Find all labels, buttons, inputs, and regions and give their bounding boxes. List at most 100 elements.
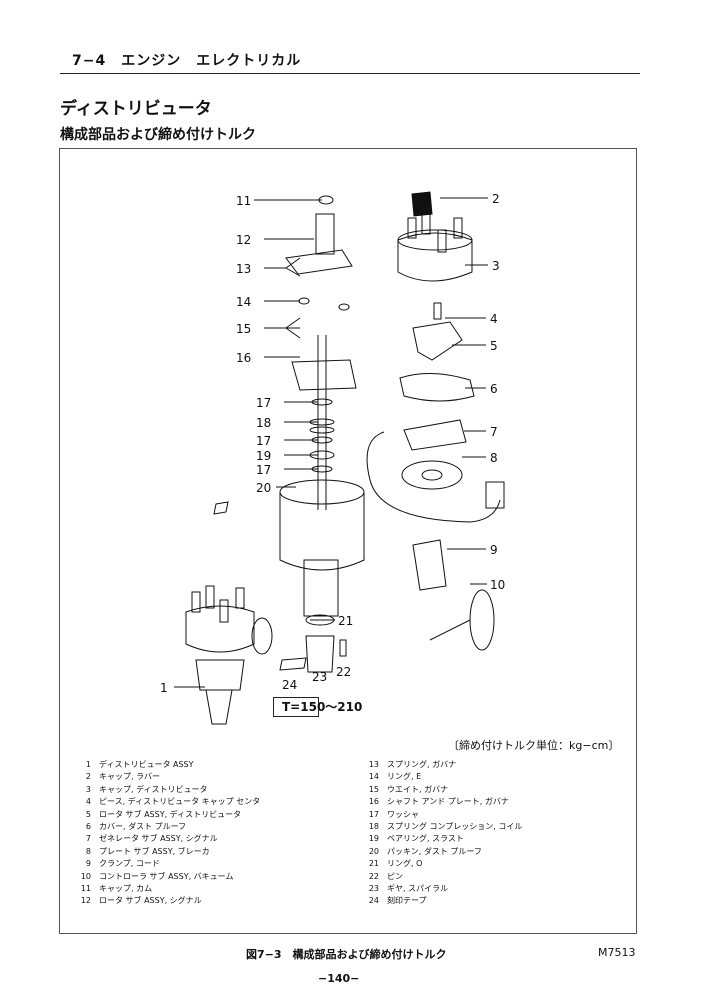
part-name: スプリング, ガバナ [387,760,457,769]
callout-label-4: 4 [490,312,498,326]
part-name: ゼネレータ サブ ASSY, シグナル [99,834,218,844]
parts-list-left: 1 ディストリビュータ ASSY 2 キャップ, ラバー 3 キャップ, ディストリビ… [77,759,260,908]
parts-row: 15 ウエイト, ガバナ [365,784,522,796]
part-number: 23 [368,884,379,894]
page-subtitle: 構成部品および締め付けトルク [60,127,256,143]
part-number: 12 [80,896,91,906]
parts-row: 22 ピン [365,871,522,883]
part-number: 17 [368,809,379,819]
callout-label-2: 2 [492,192,500,206]
part-number: 1 [85,760,91,769]
part-name: コントローラ サブ ASSY, バキューム [99,871,234,881]
part-name: 刻印テープ [387,896,427,906]
header-rule [60,73,640,74]
callout-label-14: 14 [236,295,251,309]
part-number: 8 [85,846,91,856]
callout-label-12: 12 [236,233,251,247]
part-name: ピース, ディストリビュータ キャップ センタ [99,797,261,807]
part-number: 5 [85,809,91,819]
part-number: 14 [368,772,379,782]
part-name: ベアリング, スラスト [387,834,464,844]
callout-label-5: 5 [490,339,498,353]
part-name: ワッシャ [387,809,419,819]
part-name: キャップ, ラバー [99,772,161,782]
part-name: ギヤ, スパイラル [387,884,449,894]
parts-row: 12 ロータ サブ ASSY, シグナル [77,895,260,907]
part-name: カバー, ダスト プルーフ [99,822,187,832]
callout-label-9: 9 [490,543,498,557]
part-name: ロータ サブ ASSY, シグナル [99,896,202,906]
parts-row: 17 ワッシャ [365,809,522,821]
figure-frame [59,148,637,934]
parts-row: 2 キャップ, ラバー [77,771,260,783]
parts-row: 7 ゼネレータ サブ ASSY, シグナル [77,833,260,845]
part-name: キャップ, ディストリビュータ [99,784,208,794]
callout-label-22: 22 [336,665,351,679]
part-number: 13 [368,760,379,769]
callout-label-11: 11 [236,194,251,208]
part-number: 22 [368,871,379,881]
parts-row: 23 ギヤ, スパイラル [365,883,522,895]
part-name: シャフト アンド プレート, ガバナ [387,797,509,807]
part-number: 4 [85,797,91,807]
part-name: リング, E [387,772,422,782]
figure-caption: 図7−3 構成部品および締め付けトルク [246,948,447,961]
callout-label-21: 21 [338,614,353,628]
part-number: 3 [85,784,91,794]
part-name: プレート サブ ASSY, ブレーカ [99,846,210,856]
part-name: ピン [387,871,403,881]
part-number: 6 [85,822,91,832]
page-number: −140− [318,972,360,985]
callout-label-20: 20 [256,481,271,495]
callout-label-17a: 17 [256,396,271,410]
page-title: ディストリビュータ [60,99,212,119]
parts-row: 13 スプリング, ガバナ [365,759,522,771]
torque-value: T=150〜210 [282,700,363,714]
part-name: ディストリビュータ ASSY [99,760,194,769]
callout-label-13: 13 [236,262,251,276]
part-number: 9 [85,859,91,869]
callout-label-1: 1 [160,681,168,695]
part-number: 20 [368,846,379,856]
torque-unit-note: 〔締め付けトルク単位：kg−cm〕 [448,739,620,752]
parts-row: 6 カバー, ダスト プルーフ [77,821,260,833]
figure-code: M7513 [598,946,636,959]
part-name: リング, O [387,859,423,869]
part-number: 15 [368,784,379,794]
part-number: 19 [368,834,379,844]
parts-row: 24 刻印テープ [365,895,522,907]
callout-label-6: 6 [490,382,498,396]
part-name: スプリング コンプレッション, コイル [387,822,523,832]
part-number: 21 [368,859,379,869]
torque-box [273,697,319,717]
callout-label-23: 23 [312,670,327,684]
callout-label-7: 7 [490,425,498,439]
callout-label-24: 24 [282,678,297,692]
part-number: 2 [85,772,91,782]
part-name: ウエイト, ガバナ [387,784,449,794]
parts-row: 3 キャップ, ディストリビュータ [77,784,260,796]
part-name: パッキン, ダスト プルーフ [387,846,482,856]
callout-label-8: 8 [490,451,498,465]
parts-row: 19 ベアリング, スラスト [365,833,522,845]
part-number: 24 [368,896,379,906]
section-header: 7−4 エンジン エレクトリカル [72,53,302,69]
parts-row: 10 コントローラ サブ ASSY, バキューム [77,871,260,883]
parts-row: 4 ピース, ディストリビュータ キャップ センタ [77,796,260,808]
part-name: キャップ, カム [99,884,153,894]
exploded-diagram: 1 2 3 4 5 6 7 8 9 10 11 12 13 14 15 16 1… [160,191,505,725]
part-number: 10 [80,871,91,881]
callout-label-10: 10 [490,578,505,592]
parts-row: 14 リング, E [365,771,522,783]
callout-label-19: 19 [256,449,271,463]
parts-row: 11 キャップ, カム [77,883,260,895]
parts-row: 20 パッキン, ダスト プルーフ [365,846,522,858]
callout-label-15: 15 [236,322,251,336]
part-number: 11 [80,884,91,894]
part-number: 7 [85,834,91,844]
parts-row: 1 ディストリビュータ ASSY [77,759,260,771]
callout-label-17b: 17 [256,434,271,448]
